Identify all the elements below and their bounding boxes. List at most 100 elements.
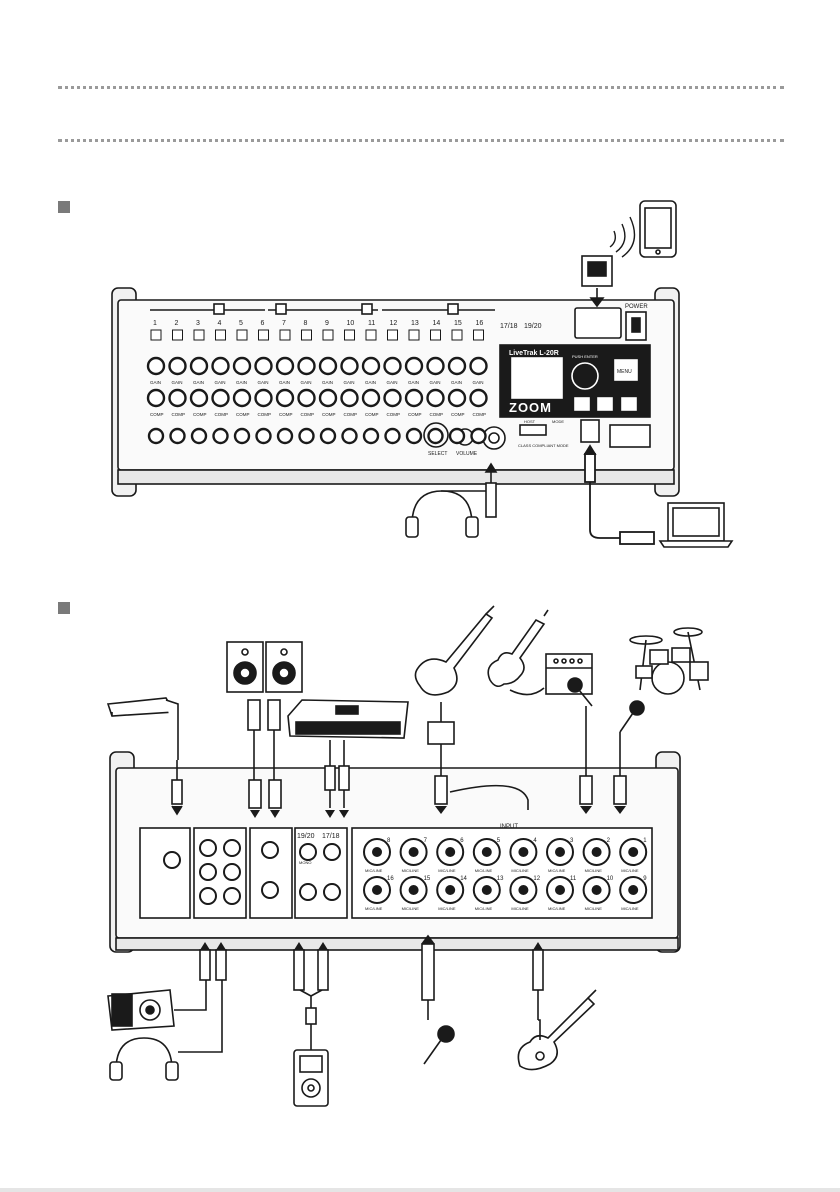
level-knob-9[interactable] (319, 427, 337, 445)
comp-knob-7[interactable] (275, 388, 295, 408)
gain-knob-5[interactable] (232, 356, 252, 376)
comp-knob-13[interactable] (404, 388, 424, 408)
comp-label-12: COMP (387, 412, 401, 417)
channel-button-2[interactable] (172, 329, 183, 341)
channel-button-8[interactable] (301, 329, 312, 341)
level-knob-4[interactable] (212, 427, 229, 445)
channel-button-15[interactable] (451, 329, 463, 341)
gain-knob-8[interactable] (297, 356, 316, 376)
gain-knob-12[interactable] (383, 356, 402, 376)
volume-label: VOLUME (456, 451, 478, 457)
rear-socket-10[interactable] (299, 843, 317, 861)
gain-knob-7[interactable] (275, 356, 295, 376)
channel-button-9[interactable] (322, 329, 334, 341)
rear-socket-1[interactable] (163, 851, 181, 869)
comp-knob-14[interactable] (426, 388, 445, 408)
rear-socket-13[interactable] (323, 883, 341, 901)
comp-label-3: COMP (193, 412, 207, 417)
comp-label-11: COMP (365, 412, 379, 417)
comp-label-6: COMP (258, 412, 272, 417)
gain-knob-3[interactable] (189, 356, 209, 376)
gain-label-10: GAIN (344, 380, 355, 385)
rear-socket-6[interactable] (199, 887, 217, 905)
rear-socket-8[interactable] (261, 841, 279, 859)
gain-knob-15[interactable] (447, 356, 467, 376)
level-knob-15[interactable] (448, 427, 466, 445)
channel-button-4[interactable] (215, 329, 226, 341)
comp-knob-4[interactable] (211, 388, 230, 408)
gain-label-6: GAIN (258, 380, 269, 385)
mic-line-label-11: MIC/LINE (548, 906, 566, 911)
channel-button-10[interactable] (344, 329, 355, 341)
level-knob-14[interactable] (427, 427, 444, 445)
gain-label-3: GAIN (193, 380, 204, 385)
front-mixer (111, 287, 680, 497)
comp-knob-5[interactable] (232, 388, 252, 408)
rear-socket-2[interactable] (199, 839, 217, 857)
comp-knob-8[interactable] (297, 388, 316, 408)
level-knob-7[interactable] (276, 427, 294, 445)
gain-knob-13[interactable] (404, 356, 424, 376)
jack-center-3 (555, 847, 565, 857)
jack-number-14: 14 (460, 876, 467, 882)
gain-knob-1[interactable] (146, 356, 166, 376)
channel-button-12[interactable] (387, 329, 398, 341)
rear-socket-9[interactable] (261, 881, 279, 899)
gain-knob-11[interactable] (361, 356, 381, 376)
gain-knob-14[interactable] (426, 356, 445, 376)
level-knob-6[interactable] (255, 427, 272, 445)
comp-label-9: COMP (322, 412, 336, 417)
rear-socket-5[interactable] (223, 863, 241, 881)
gain-knob-9[interactable] (318, 356, 338, 376)
channel-button-13[interactable] (408, 329, 420, 341)
comp-knob-10[interactable] (340, 388, 359, 408)
channel-button-5[interactable] (236, 329, 248, 341)
mic-line-label-1: MIC/LINE (621, 868, 639, 873)
gain-knob-10[interactable] (340, 356, 359, 376)
channel-button-14[interactable] (430, 329, 441, 341)
channel-number-1: 1 (153, 320, 157, 327)
gain-label-15: GAIN (451, 380, 462, 385)
gain-knob-4[interactable] (211, 356, 230, 376)
zoom-logo: ZOOM (509, 400, 552, 415)
level-knob-8[interactable] (298, 427, 315, 445)
comp-knob-16[interactable] (469, 388, 488, 408)
comp-knob-1[interactable] (146, 388, 166, 408)
level-knob-10[interactable] (341, 427, 358, 445)
rear-socket-12[interactable] (299, 883, 317, 901)
level-knob-11[interactable] (362, 427, 380, 445)
rear-socket-11[interactable] (323, 843, 341, 861)
comp-knob-9[interactable] (318, 388, 338, 408)
level-knob-12[interactable] (384, 427, 401, 445)
channel-button-11[interactable] (365, 329, 377, 341)
host-label: HOST (524, 419, 536, 424)
level-knob-16[interactable] (470, 427, 487, 445)
comp-label-8: COMP (301, 412, 315, 417)
rear-socket-3[interactable] (223, 839, 241, 857)
gain-knob-2[interactable] (168, 356, 187, 376)
channel-button-3[interactable] (193, 329, 205, 341)
comp-knob-11[interactable] (361, 388, 381, 408)
level-knob-3[interactable] (190, 427, 208, 445)
comp-knob-2[interactable] (168, 388, 187, 408)
channel-button-1[interactable] (150, 329, 162, 341)
push-enter-label: PUSH ENTER (572, 354, 598, 359)
rear-socket-4[interactable] (199, 863, 217, 881)
gain-knob-16[interactable] (469, 356, 488, 376)
level-knob-13[interactable] (405, 427, 423, 445)
level-knob-2[interactable] (169, 427, 186, 445)
gain-knob-6[interactable] (254, 356, 273, 376)
level-knob-1[interactable] (147, 427, 165, 445)
comp-knob-12[interactable] (383, 388, 402, 408)
comp-knob-6[interactable] (254, 388, 273, 408)
amp-mic-icon (567, 677, 593, 805)
jack-number-15: 15 (424, 876, 431, 882)
level-knob-5[interactable] (233, 427, 251, 445)
rear-socket-7[interactable] (223, 887, 241, 905)
channel-button-6[interactable] (258, 329, 269, 341)
channel-button-16[interactable] (473, 329, 484, 341)
channel-button-7[interactable] (279, 329, 291, 341)
comp-knob-15[interactable] (447, 388, 467, 408)
jack-center-1 (628, 847, 639, 857)
comp-knob-3[interactable] (189, 388, 209, 408)
